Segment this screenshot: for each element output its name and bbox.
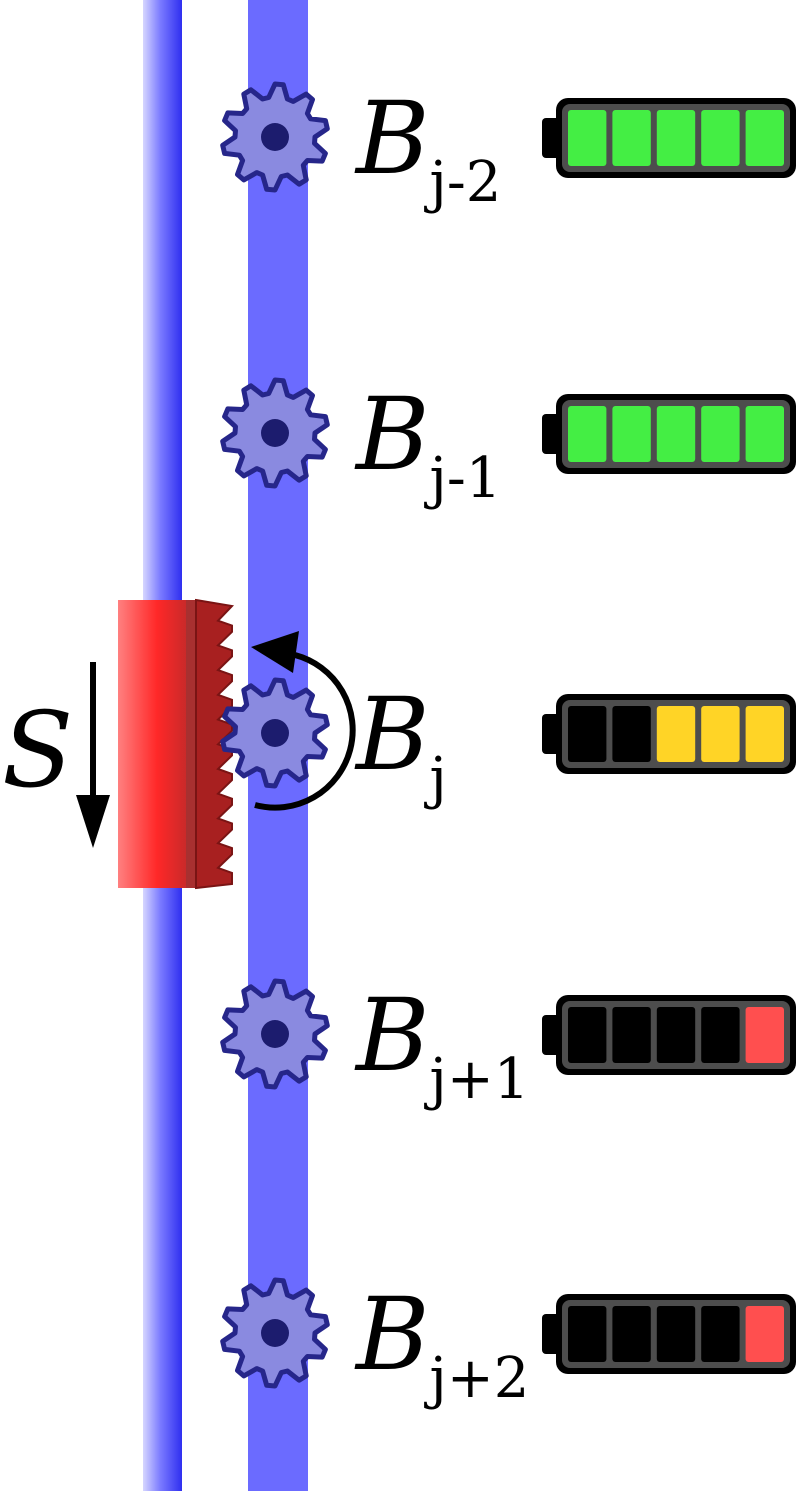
rack-slider bbox=[118, 598, 235, 890]
battery-cell-empty bbox=[568, 706, 607, 762]
battery-label: Bj+1 bbox=[354, 977, 529, 1112]
battery-cell-empty bbox=[612, 706, 651, 762]
battery-cell-charged bbox=[656, 406, 696, 462]
battery-cell-charged bbox=[656, 110, 696, 166]
battery-label-main: B bbox=[354, 977, 430, 1094]
gear-icon bbox=[220, 1277, 330, 1389]
battery-row: Bj+2 bbox=[220, 1276, 796, 1411]
battery-cell-empty bbox=[656, 1306, 696, 1362]
battery-label: Bj bbox=[354, 676, 447, 811]
battery-label-main: B bbox=[354, 676, 430, 793]
battery-icon bbox=[542, 995, 796, 1075]
battery-cell-empty bbox=[656, 1007, 696, 1063]
rack-body bbox=[118, 600, 196, 888]
rotation-arrow bbox=[251, 631, 356, 811]
battery-cell-empty bbox=[612, 1007, 651, 1063]
battery-icon bbox=[542, 98, 796, 178]
battery-label: Bj-1 bbox=[354, 376, 501, 511]
battery-label-main: B bbox=[354, 80, 430, 197]
battery-cell-charged bbox=[745, 1007, 784, 1063]
battery-icon bbox=[542, 394, 796, 474]
battery-cell-empty bbox=[568, 1007, 607, 1063]
battery-label: Bj-2 bbox=[354, 80, 501, 215]
battery-cell-charged bbox=[612, 406, 651, 462]
slider-down-arrow-icon bbox=[76, 662, 110, 848]
battery-cell-charged bbox=[701, 406, 740, 462]
battery-cell-empty bbox=[612, 1306, 651, 1362]
battery-row: Bj bbox=[220, 676, 796, 811]
gear-icon bbox=[220, 978, 330, 1090]
battery-cell-empty bbox=[701, 1306, 740, 1362]
rotation-arrowhead-icon bbox=[251, 631, 299, 673]
battery-label-main: B bbox=[354, 376, 430, 493]
battery-label-main: B bbox=[354, 1276, 430, 1393]
battery-label-sub: j+1 bbox=[424, 1047, 530, 1112]
battery-cell-charged bbox=[568, 406, 607, 462]
battery-label-sub: j bbox=[424, 746, 447, 811]
gear-icon bbox=[220, 81, 330, 193]
battery-cell-charged bbox=[656, 706, 696, 762]
gear-icon bbox=[220, 377, 330, 489]
slider-label: S bbox=[2, 689, 73, 811]
gear-icon bbox=[220, 677, 330, 789]
battery-row: Bj-2 bbox=[220, 80, 796, 215]
battery-icon bbox=[542, 1294, 796, 1374]
battery-cell-charged bbox=[701, 110, 740, 166]
battery-cell-charged bbox=[701, 706, 740, 762]
battery-cell-empty bbox=[568, 1306, 607, 1362]
battery-cell-charged bbox=[745, 706, 784, 762]
battery-icon bbox=[542, 694, 796, 774]
battery-label: Bj+2 bbox=[354, 1276, 529, 1411]
battery-cell-charged bbox=[745, 1306, 784, 1362]
battery-row: Bj+1 bbox=[220, 977, 796, 1112]
battery-cell-charged bbox=[612, 110, 651, 166]
battery-cell-charged bbox=[745, 110, 784, 166]
battery-row: Bj-1 bbox=[220, 376, 796, 511]
battery-cell-charged bbox=[568, 110, 607, 166]
battery-label-sub: j+2 bbox=[424, 1346, 530, 1411]
battery-label-sub: j-1 bbox=[424, 446, 502, 511]
battery-cell-empty bbox=[701, 1007, 740, 1063]
battery-cell-charged bbox=[745, 406, 784, 462]
battery-label-sub: j-2 bbox=[424, 150, 502, 215]
